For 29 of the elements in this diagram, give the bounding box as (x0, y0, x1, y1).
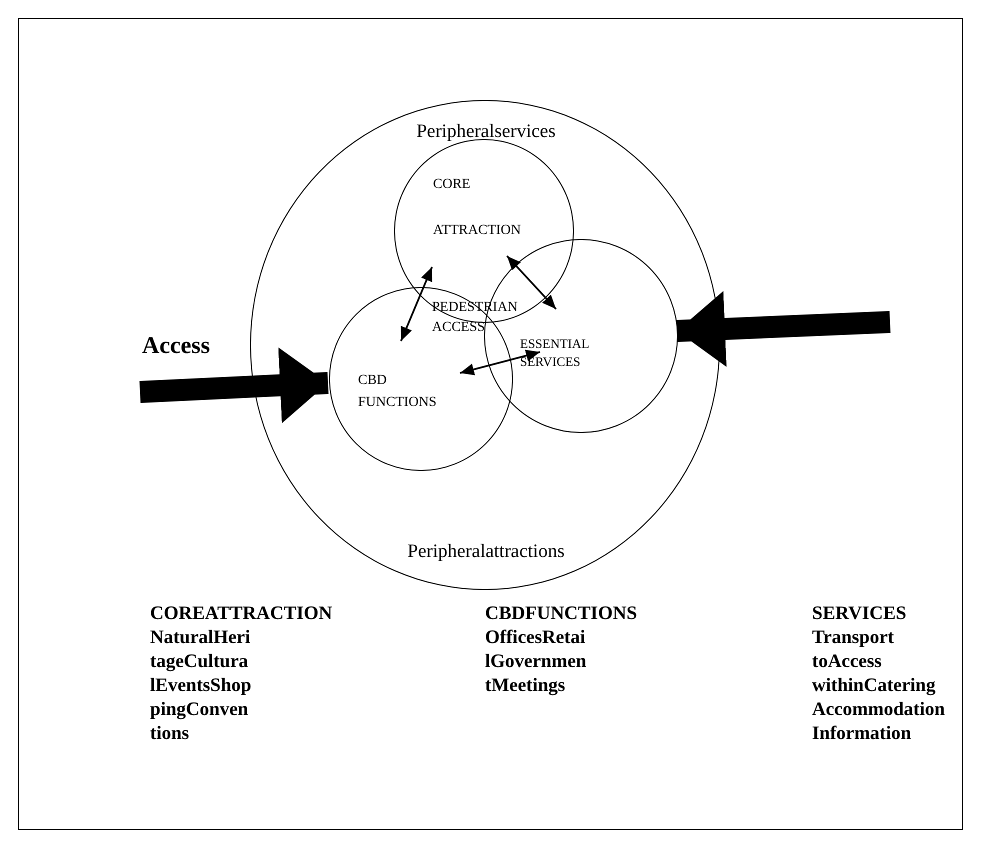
list-item: Information (812, 723, 912, 745)
column-heading: COREATTRACTION (150, 603, 332, 625)
list-item: tMeetings (485, 675, 566, 697)
circle (250, 100, 720, 590)
list-item: tageCultura (150, 651, 248, 673)
column-heading: SERVICES (812, 603, 906, 625)
circle (394, 139, 574, 323)
list-item: Transport (812, 627, 894, 649)
thick-arrow (676, 291, 890, 367)
circle-label: CORE ATTRACTION (433, 176, 522, 240)
double-arrow (400, 266, 433, 342)
double-arrow (506, 255, 557, 310)
circle-label: Peripheralattractions (406, 541, 566, 563)
circle-label: Peripheralservices (415, 121, 557, 143)
list-item: Accommodation (812, 699, 945, 721)
list-item: tions (150, 723, 190, 745)
list-item: NaturalHeri (150, 627, 250, 649)
list-item: withinCatering (812, 675, 936, 697)
thick-arrow (139, 347, 329, 424)
circle-label: ESSENTIAL SERVICES (520, 335, 590, 371)
double-arrow (460, 350, 540, 376)
list-item: toAccess (812, 651, 882, 673)
column-heading: CBDFUNCTIONS (485, 603, 638, 625)
list-item: OfficesRetai (485, 627, 586, 649)
list-item: lGovernmen (485, 651, 586, 673)
circle-label: CBD FUNCTIONS (358, 372, 438, 412)
list-item: pingConven (150, 699, 248, 721)
list-item: lEventsShop (150, 675, 252, 697)
edge-label: Access (142, 333, 210, 360)
